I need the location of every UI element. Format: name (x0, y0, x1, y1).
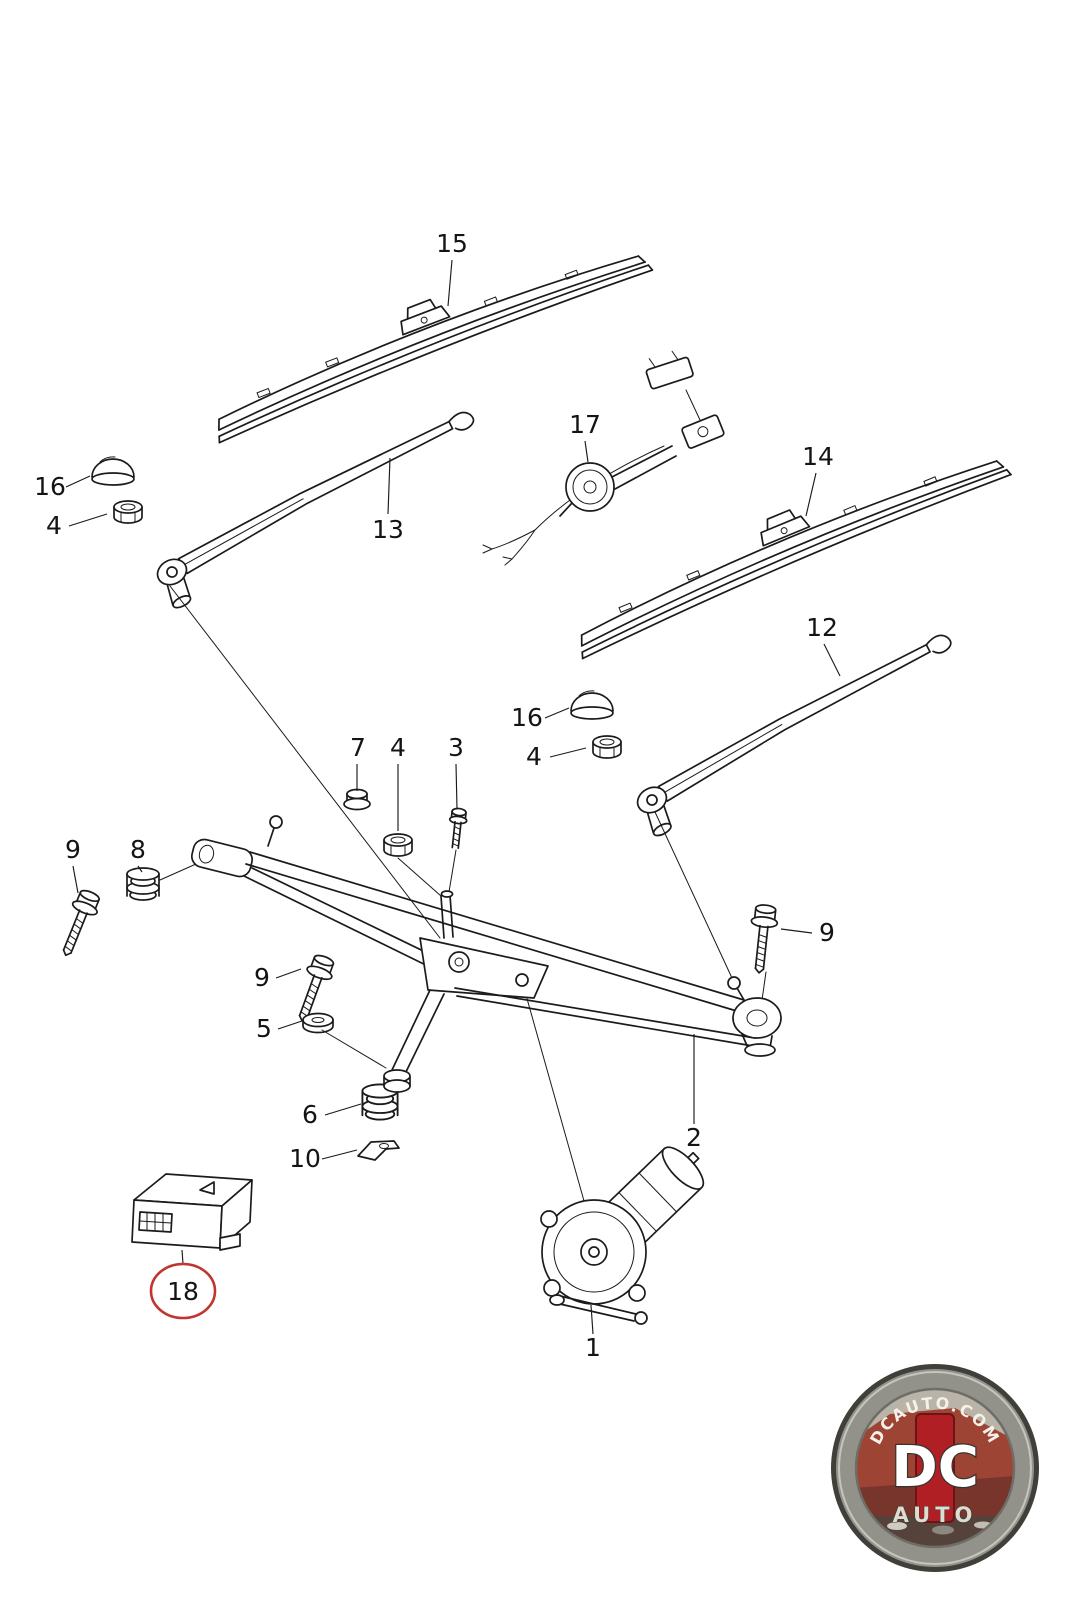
projection-lines (159, 585, 767, 1209)
part-label-4-left: 4 (46, 511, 62, 540)
part-17-washer-harness (482, 350, 725, 566)
part-9-bolt-left (52, 886, 105, 961)
part-label-5: 5 (256, 1014, 272, 1043)
part-label-9-right: 9 (819, 918, 835, 947)
part-label-12: 12 (806, 613, 838, 642)
part-8-grommet (126, 867, 160, 901)
part-3-screw (448, 807, 468, 850)
part-16-cap-left (91, 456, 135, 486)
part-10-clip (357, 1140, 400, 1161)
part-label-9-center: 9 (254, 963, 270, 992)
part-label-9-left: 9 (65, 835, 81, 864)
logo-monogram: DC (891, 1435, 979, 1500)
part-label-6: 6 (302, 1100, 318, 1129)
dcauto-logo: DCAUTO.COM DC AUTO (831, 1364, 1039, 1572)
part-label-15: 15 (436, 229, 468, 258)
part-label-16-left: 16 (34, 472, 66, 501)
logo-red-banner (915, 1413, 955, 1523)
part-7-cap (343, 788, 371, 811)
part-16-cap-right (570, 690, 614, 720)
part-14-wiper-blade (559, 425, 1015, 660)
part-9-bolt-right (745, 902, 780, 976)
part-label-10: 10 (289, 1144, 321, 1173)
leader-lines (65, 259, 841, 1335)
part-1-wiper-motor (540, 1146, 705, 1325)
part-5-washer (302, 1012, 334, 1034)
logo-sub-text: AUTO (893, 1503, 978, 1527)
part-label-14: 14 (802, 442, 834, 471)
part-12-wiper-arm (631, 630, 970, 840)
part-4-nut-left (113, 500, 143, 524)
part-2-linkage-frame (190, 815, 782, 1093)
part-label-13: 13 (372, 515, 404, 544)
part-label-7: 7 (350, 733, 366, 762)
part-label-17: 17 (569, 410, 601, 439)
part-label-3: 3 (448, 733, 464, 762)
part-4-nut-right (592, 735, 622, 759)
part-labels: 15 17 14 16 4 13 12 16 4 7 4 3 9 8 9 9 5… (34, 229, 838, 1362)
part-label-18: 18 (167, 1277, 199, 1306)
part-18-control-unit (131, 1173, 253, 1251)
highlight-circle-18 (149, 1262, 217, 1320)
part-13-wiper-arm (151, 407, 492, 612)
part-4-nut-center (383, 833, 413, 857)
part-label-16-right: 16 (511, 703, 543, 732)
part-label-8: 8 (130, 835, 146, 864)
part-label-1: 1 (585, 1333, 601, 1362)
part-label-2: 2 (686, 1123, 702, 1152)
part-label-4-right: 4 (526, 742, 542, 771)
part-label-4-center: 4 (390, 733, 406, 762)
